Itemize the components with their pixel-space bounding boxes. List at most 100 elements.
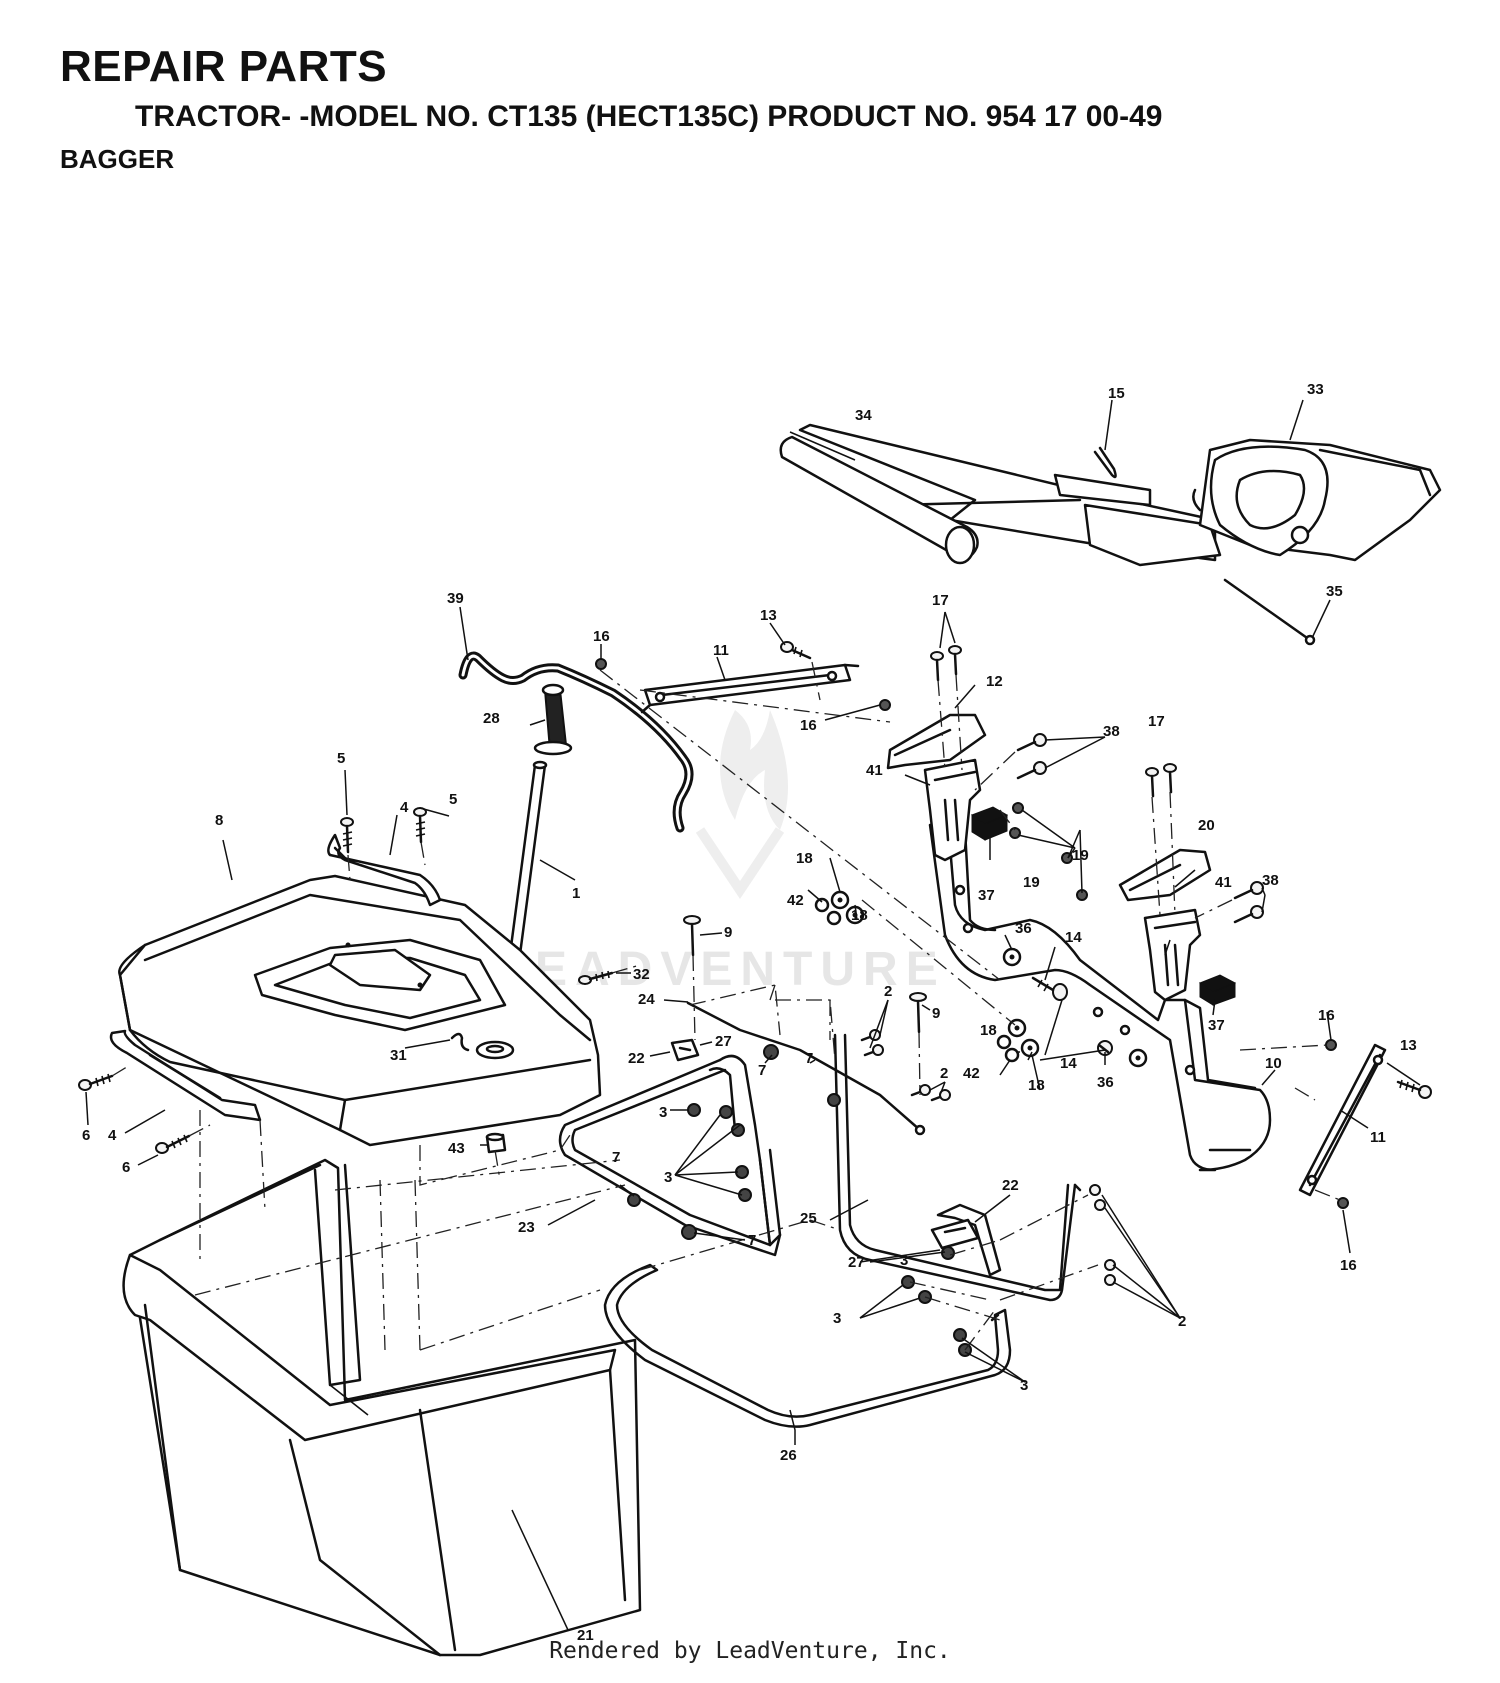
- callout-35: 35: [1326, 583, 1343, 600]
- part-21-bag: [122, 1158, 642, 1657]
- leader-lines: [85, 399, 1421, 1631]
- callout-labels: 39 28 1 8 5 4 5 6 4 6 31 43 32 9 9 24 22…: [82, 381, 1417, 1644]
- callout-31: 31: [390, 1047, 407, 1064]
- callout-3c: 3: [900, 1252, 908, 1269]
- part-4-handle-top: [327, 833, 442, 907]
- callout-14a: 14: [1065, 929, 1082, 946]
- callout-2b: 2: [940, 1065, 948, 1082]
- part-23-frame: [558, 1054, 782, 1257]
- callout-41a: 41: [866, 762, 883, 779]
- callout-17b: 17: [1148, 713, 1165, 730]
- callout-20: 20: [1198, 817, 1215, 834]
- fastener-bolt-32: [578, 970, 614, 985]
- callout-26: 26: [780, 1447, 797, 1464]
- callout-21: 21: [577, 1627, 594, 1644]
- part-35-hitch-pin: [1223, 578, 1316, 646]
- callout-6a: 6: [82, 1127, 90, 1144]
- fastener-bolt-5b: [413, 807, 427, 844]
- fastener-bolt-13a: [780, 641, 812, 660]
- callout-18a: 18: [796, 850, 813, 867]
- fastener-bolt-17a: [930, 645, 962, 682]
- callout-24: 24: [638, 991, 655, 1008]
- callout-39: 39: [447, 590, 464, 607]
- callout-3e: 3: [1020, 1377, 1028, 1394]
- section-label: BAGGER: [60, 144, 175, 174]
- part-37-block-upper: [970, 806, 1009, 841]
- callout-19a: 19: [1072, 847, 1089, 864]
- callout-23: 23: [518, 1219, 535, 1236]
- part-41-bracket-upper: [923, 758, 982, 862]
- part-24-frame-rod: [686, 1001, 926, 1136]
- callout-16a: 16: [593, 628, 610, 645]
- callout-42a: 42: [787, 892, 804, 909]
- callout-1: 1: [572, 885, 580, 902]
- callout-2a: 2: [884, 983, 892, 1000]
- callout-22b: 22: [1002, 1177, 1019, 1194]
- footer-credit: Rendered by LeadVenture, Inc.: [549, 1638, 951, 1664]
- callout-10: 10: [1265, 1055, 1282, 1072]
- watermark: EADVENTURE: [535, 710, 946, 996]
- watermark-text: EADVENTURE: [535, 943, 946, 996]
- callout-16b: 16: [800, 717, 817, 734]
- callout-7a: 7: [758, 1062, 766, 1079]
- callout-3a: 3: [659, 1104, 667, 1121]
- part-28-grip: [533, 683, 573, 756]
- fastener-bolt-6b: [155, 1134, 191, 1154]
- page-title: REPAIR PARTS: [60, 42, 388, 91]
- part-43-bumper: [485, 1132, 507, 1154]
- callout-12: 12: [986, 673, 1003, 690]
- callout-32: 32: [633, 966, 650, 983]
- part-33-chute-adapter: [1192, 438, 1442, 562]
- part-39-bail-wire: [458, 651, 694, 833]
- callout-14b: 14: [1060, 1055, 1077, 1072]
- callout-27b: 27: [848, 1254, 865, 1271]
- callout-42b: 42: [963, 1065, 980, 1082]
- part-12-latch-plate: [886, 713, 987, 770]
- callout-6b: 6: [122, 1159, 130, 1176]
- callout-22a: 22: [628, 1050, 645, 1067]
- callout-7d: 7: [805, 1050, 813, 1067]
- fastener-pin-31: [450, 1032, 470, 1052]
- callout-3b: 3: [664, 1169, 672, 1186]
- callout-15: 15: [1108, 385, 1125, 402]
- part-11-bracket-right: [1298, 1043, 1387, 1197]
- callout-36a: 36: [1015, 920, 1032, 937]
- callout-16c: 16: [1318, 1007, 1335, 1024]
- callout-7c: 7: [748, 1232, 756, 1249]
- callout-3d: 3: [833, 1310, 841, 1327]
- callout-36b: 36: [1097, 1074, 1114, 1091]
- fastener-bolt-6a: [78, 1073, 114, 1091]
- callout-9b: 9: [932, 1005, 940, 1022]
- part-34-hitch-arm: [779, 423, 1222, 567]
- fastener-bolt-17b: [1145, 763, 1177, 798]
- callout-4b: 4: [108, 1127, 117, 1144]
- callout-18d: 18: [1028, 1077, 1045, 1094]
- part-20-latch-plate: [1118, 848, 1212, 902]
- part-15-hairpin-clip: [1093, 446, 1117, 479]
- part-10-lift-frame: [928, 821, 1272, 1172]
- callout-37b: 37: [1208, 1017, 1225, 1034]
- fastener-bolt-2: [860, 1029, 1116, 1286]
- callout-43: 43: [448, 1140, 465, 1157]
- callout-2c: 2: [1178, 1313, 1186, 1330]
- fastener-nuts: [595, 658, 1349, 1357]
- callout-16d: 16: [1340, 1257, 1357, 1274]
- callout-34: 34: [855, 407, 872, 424]
- callout-17a: 17: [932, 592, 949, 609]
- part-8-bagger-cover: [118, 874, 602, 1147]
- callout-41b: 41: [1215, 874, 1232, 891]
- callout-37a: 37: [978, 887, 995, 904]
- callout-4a: 4: [400, 799, 409, 816]
- callout-27a: 27: [715, 1033, 732, 1050]
- fastener-bolt-5a: [340, 817, 354, 854]
- callout-7b: 7: [612, 1149, 620, 1166]
- part-11-bracket-top: [640, 663, 860, 714]
- part-26-frame-base: [603, 1263, 1012, 1428]
- callout-18b: 18: [851, 907, 868, 924]
- part-4-handle-side: [109, 1029, 262, 1122]
- fastener-bolt-9b: [909, 992, 927, 1034]
- callout-5a: 5: [337, 750, 345, 767]
- part-41-bracket-lower: [1143, 908, 1202, 1002]
- callout-38b: 38: [1262, 872, 1279, 889]
